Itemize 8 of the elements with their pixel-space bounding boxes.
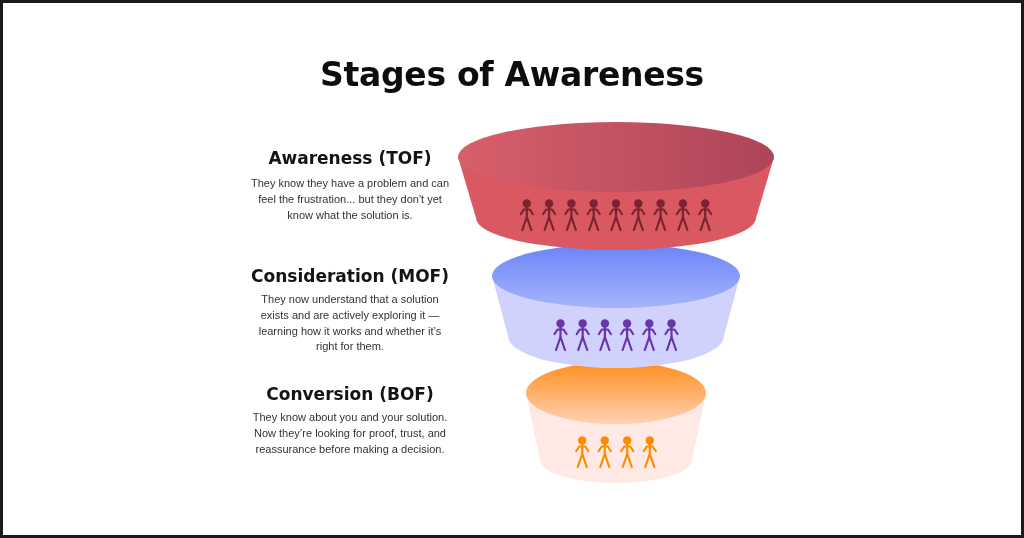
title: Stages of Awareness xyxy=(319,54,705,96)
stage-heading: Consideration (MOF) xyxy=(250,265,450,287)
funnel-tier xyxy=(457,121,775,251)
stage-heading: Conversion (BOF) xyxy=(265,383,435,405)
stage-heading: Awareness (TOF) xyxy=(267,147,433,169)
stage-description: They know they have a problem and can feel the frustration... but they don't yet know what the solution is. xyxy=(250,176,450,223)
stage-description: They know about you and your solution. Now they’re looking for proof, trust, and reassurance before making a decision. xyxy=(251,410,449,457)
stage-description: They now understand that a solution exists and are actively exploring it — learning how it works and whether it’s right for them. xyxy=(257,292,443,355)
